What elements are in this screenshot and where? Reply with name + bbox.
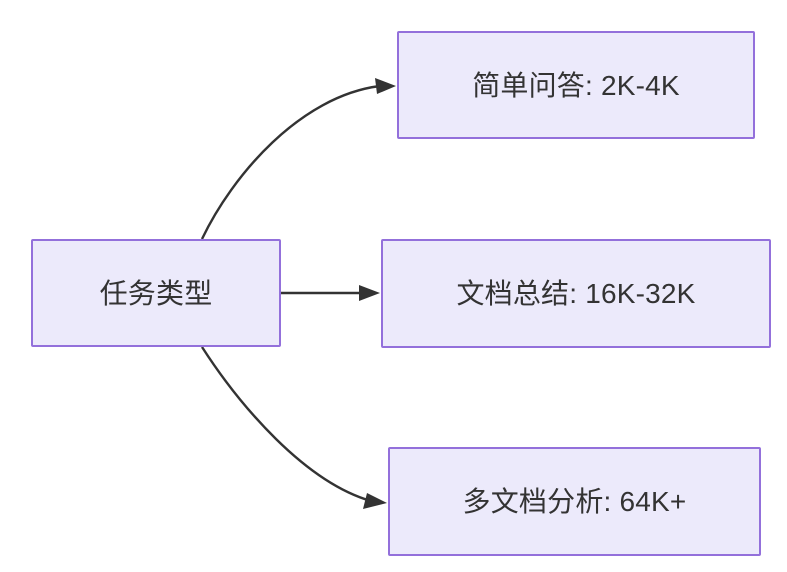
node-multi-doc[interactable]: 多文档分析: 64K+ (388, 447, 761, 556)
node-doc-summary[interactable]: 文档总结: 16K-32K (381, 239, 771, 348)
edge-root-to-simple-qa-arrowhead (375, 78, 396, 94)
node-root[interactable]: 任务类型 (31, 239, 281, 347)
node-doc-summary-label: 文档总结: 16K-32K (456, 278, 696, 309)
edge-root-to-doc-summary-arrowhead (359, 285, 380, 301)
edge-root-to-multi-doc-line (200, 346, 372, 503)
node-multi-doc-label: 多文档分析: 64K+ (462, 486, 687, 517)
node-root-label: 任务类型 (99, 277, 213, 309)
edge-root-to-doc-summary (281, 285, 380, 301)
node-simple-qa[interactable]: 简单问答: 2K-4K (397, 31, 755, 139)
edge-root-to-multi-doc-arrowhead (363, 493, 387, 509)
edge-root-to-simple-qa (200, 78, 396, 240)
edge-root-to-simple-qa-line (200, 84, 381, 240)
edge-root-to-multi-doc (200, 346, 387, 509)
node-simple-qa-label: 简单问答: 2K-4K (472, 69, 680, 101)
